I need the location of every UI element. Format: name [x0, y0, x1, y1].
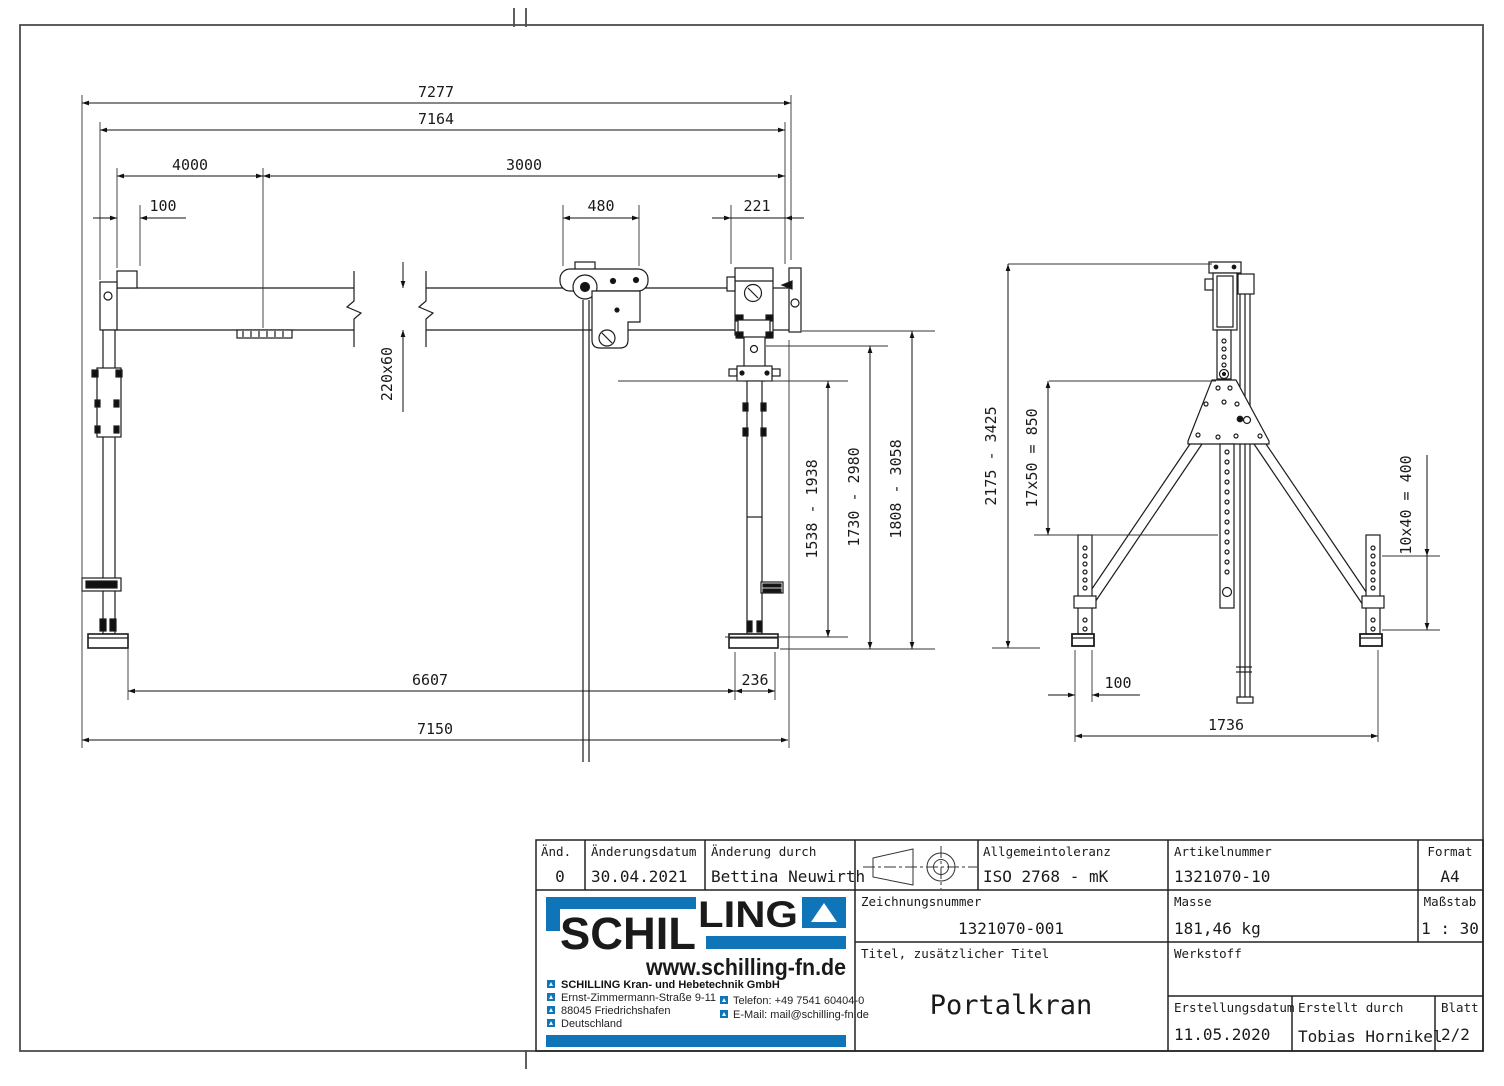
- dim-overhang: 100: [149, 197, 176, 215]
- format-value: A4: [1440, 867, 1459, 886]
- right-leg-carriage: [726, 267, 802, 649]
- dim-hook-range: 1538 - 1938: [803, 459, 821, 558]
- trolley-hoist: [559, 261, 649, 349]
- created-by-value: Tobias Hornikel: [1298, 1027, 1443, 1046]
- mass-value: 181,46 kg: [1174, 919, 1261, 938]
- dim-clear-span: 6607: [412, 671, 448, 689]
- creation-date-value: 11.05.2020: [1174, 1025, 1270, 1044]
- side-extension-lines: [992, 263, 1440, 742]
- article-number-value: 1321070-10: [1174, 867, 1270, 886]
- break-line: [417, 271, 435, 347]
- side-right-leg: [1359, 534, 1385, 647]
- rail-clamp: [236, 329, 293, 339]
- revision-date-value: 30.04.2021: [591, 867, 687, 886]
- mast-column: [1216, 329, 1232, 380]
- drawing-number-value: 1321070-001: [958, 919, 1064, 938]
- revised-by-value: Bettina Neuwirth: [711, 867, 865, 886]
- company-logo-block: SCHIL LING www.schilling-fn.de SCHILLING…: [546, 894, 869, 1047]
- scale-value: 1 : 30: [1421, 919, 1479, 938]
- dim-height-range: 2175 - 3425: [982, 406, 1000, 505]
- side-right-foot: [1359, 633, 1383, 647]
- format-label: Format: [1427, 844, 1472, 859]
- dim-base-width: 1736: [1208, 716, 1244, 734]
- tolerance-label: Allgemeintoleranz: [983, 844, 1111, 859]
- dim-trolley-width: 480: [587, 197, 614, 215]
- front-view-gantry-crane: [81, 261, 802, 762]
- title-label: Titel, zusätzlicher Titel: [861, 946, 1049, 961]
- gusset-plate: [1187, 379, 1270, 445]
- company-phone: Telefon: +49 7541 60404-0: [733, 995, 864, 1007]
- side-view-gantry-leg: [1071, 261, 1385, 704]
- dim-carriage-width: 221: [743, 197, 770, 215]
- dim-span-left: 4000: [172, 156, 208, 174]
- company-country: Deutschland: [561, 1018, 622, 1030]
- mass-label: Masse: [1174, 894, 1212, 909]
- leader-arrow: [780, 280, 793, 290]
- drawing-title: Portalkran: [930, 990, 1093, 1021]
- chain-end: [1236, 696, 1254, 704]
- company-email: E-Mail: mail@schilling-fn.de: [733, 1009, 869, 1021]
- drawing-number-label: Zeichnungsnummer: [861, 894, 982, 909]
- break-line: [345, 271, 363, 347]
- sheet-value: 2/2: [1441, 1025, 1470, 1044]
- logo-website: www.schilling-fn.de: [645, 954, 846, 980]
- dim-beam-section: 220x60: [378, 347, 396, 401]
- dim-leg-hole-pattern: 10x40 = 400: [1397, 455, 1415, 554]
- left-foot: [87, 633, 129, 649]
- tolerance-value: ISO 2768 - mK: [983, 867, 1109, 886]
- dim-total-width-bottom: 7150: [417, 720, 453, 738]
- logo-bottom-bar: [546, 1035, 846, 1047]
- company-name: SCHILLING Kran- und Hebetechnik GmbH: [561, 979, 780, 991]
- side-left-leg: [1071, 534, 1097, 647]
- right-foot: [728, 633, 779, 649]
- creation-date-label: Erstellungsdatum: [1174, 1000, 1294, 1015]
- front-extension-lines: [81, 95, 935, 748]
- dim-foot-length: 236: [741, 671, 768, 689]
- hoist-body: [591, 290, 641, 349]
- projection-symbol-icon: [863, 846, 977, 889]
- title-block: Änd. Änderungsdatum Änderung durch Allge…: [535, 839, 1484, 1052]
- company-city: 88045 Friedrichshafen: [561, 1005, 670, 1017]
- company-street: Ernst-Zimmermann-Straße 9-11: [561, 992, 716, 1004]
- side-left-foot: [1071, 633, 1095, 647]
- logo-text-part1: SCHIL: [560, 908, 696, 959]
- revision-value: 0: [555, 867, 565, 886]
- scale-label: Maßstab: [1424, 894, 1477, 909]
- revised-by-label: Änderung durch: [711, 844, 816, 859]
- revision-label: Änd.: [541, 844, 571, 859]
- logo-text-part2: LING: [698, 894, 798, 935]
- sheet-label: Blatt: [1441, 1000, 1479, 1015]
- side-dimensions: 2175 - 3425 17x50 = 850 10x40 = 400 100 …: [982, 264, 1430, 739]
- left-leg: [81, 281, 129, 649]
- created-by-label: Erstellt durch: [1298, 1000, 1403, 1015]
- dim-side-foot: 100: [1104, 674, 1131, 692]
- center-strut: [1219, 443, 1235, 609]
- main-beam: [112, 270, 791, 347]
- logo-bracket-shape: [546, 897, 696, 931]
- dim-total-width-top: 7277: [418, 83, 454, 101]
- dim-rail-length: 7164: [418, 110, 454, 128]
- dim-beam-range: 1808 - 3058: [887, 439, 905, 538]
- revision-date-label: Änderungsdatum: [591, 844, 696, 859]
- article-number-label: Artikelnummer: [1174, 844, 1272, 859]
- dim-mid-range: 1730 - 2980: [845, 447, 863, 546]
- front-dimensions: 7277 7164 4000 3000 100 480 221 220x60 1…: [82, 83, 915, 743]
- material-label: Werkstoff: [1174, 946, 1242, 961]
- dim-span-right: 3000: [506, 156, 542, 174]
- beam-end-view: [1204, 261, 1255, 331]
- diagonal-braces: [1078, 443, 1378, 609]
- dim-mast-hole-pattern: 17x50 = 850: [1023, 408, 1041, 507]
- logo-underline-bar: [706, 936, 846, 949]
